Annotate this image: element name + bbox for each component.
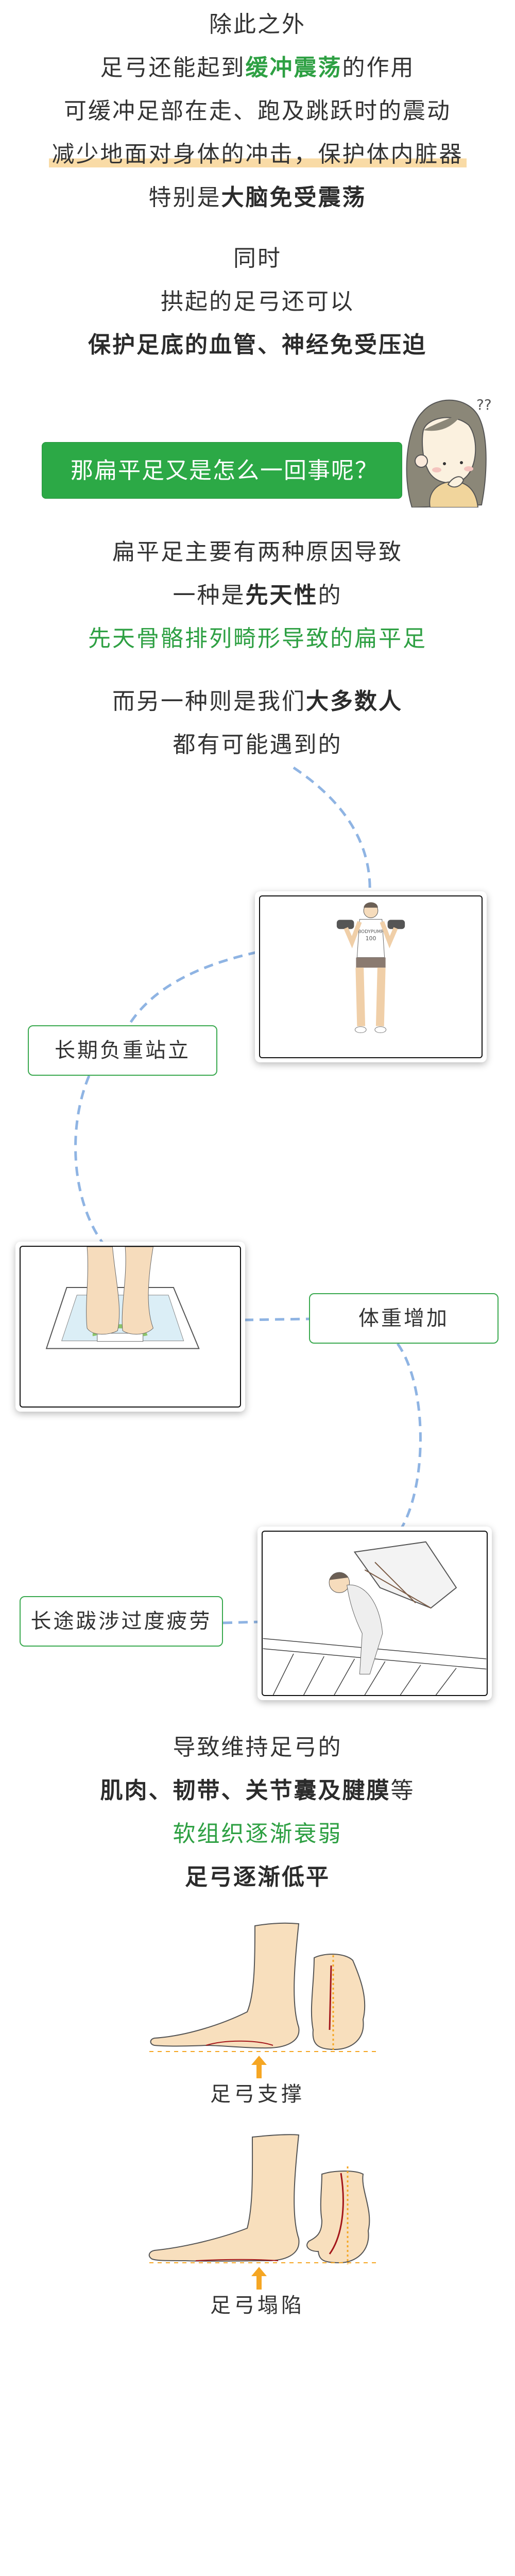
- cause-label: 体重增加: [358, 1307, 449, 1330]
- connector-line: [127, 951, 258, 1026]
- text: 而另一种则是我们: [112, 688, 306, 715]
- text: 扁平足主要有两种原因导致: [112, 539, 403, 565]
- text: 特别是: [148, 184, 221, 211]
- highlighted-text: 减少地面对身体的冲击，保护体内脏器: [48, 141, 467, 167]
- diagram-label: 足弓支撑: [0, 2081, 515, 2107]
- text-line: 可缓冲足部在走、跑及跳跃时的震动: [0, 95, 515, 128]
- text: 除此之外: [209, 11, 306, 38]
- weightlifting-illustration: BODYPUMP 100: [255, 891, 487, 1062]
- text-line: 肌肉、韧带、关节囊及腱膜等: [0, 1774, 515, 1807]
- text-line: 而另一种则是我们大多数人: [0, 685, 515, 718]
- connector-line: [293, 766, 371, 894]
- connector-line: [74, 1075, 104, 1244]
- green-emphasis: 缓冲震荡: [245, 55, 342, 81]
- text-line: 特别是大脑免受震荡: [0, 181, 515, 214]
- flat-arch-foot-diagram: [144, 2128, 381, 2267]
- bold-emphasis: 大多数人: [306, 688, 403, 715]
- text-line: 足弓逐渐低平: [0, 1861, 515, 1894]
- banner-text: 那扁平足又是怎么一回事呢？: [71, 457, 379, 484]
- normal-arch-foot-diagram: [144, 1917, 381, 2056]
- bold-emphasis: 大脑免受震荡: [221, 184, 367, 211]
- text-line: 拱起的足弓还可以: [0, 285, 515, 318]
- text-line: 先天骨骼排列畸形导致的扁平足: [0, 622, 515, 655]
- question-banner: 那扁平足又是怎么一回事呢？: [42, 442, 402, 499]
- text: 的作用: [342, 55, 415, 81]
- arrow-up-icon: [251, 2267, 267, 2290]
- cause-label: 长途跋涉过度疲劳: [30, 1609, 212, 1633]
- connector-line: [222, 1620, 261, 1624]
- connector-line: [396, 1343, 422, 1530]
- cause-tag: 长期负重站立: [28, 1025, 217, 1076]
- text: 都有可能遇到的: [173, 732, 342, 758]
- text-line: 扁平足主要有两种原因导致: [0, 536, 515, 569]
- text-line: 都有可能遇到的: [0, 728, 515, 761]
- text: 导致维持足弓的: [173, 1734, 342, 1760]
- bold-emphasis: 保护足底的血管、神经免受压迫: [88, 332, 427, 358]
- green-text: 软组织逐渐衰弱: [173, 1821, 342, 1847]
- arrow-up-icon: [251, 2056, 267, 2078]
- cause-tag: 体重增加: [309, 1293, 499, 1344]
- diagram-label-text: 足弓支撑: [210, 2082, 305, 2106]
- text: 的: [318, 582, 342, 608]
- text-line: 导致维持足弓的: [0, 1731, 515, 1764]
- svg-text:100: 100: [366, 935, 376, 942]
- question-marks: ??: [476, 396, 492, 413]
- bold-emphasis: 肌肉、韧带、关节囊及腱膜: [100, 1777, 391, 1804]
- thinking-girl-illustration: ??: [391, 381, 500, 509]
- green-text: 先天骨骼排列畸形导致的扁平足: [88, 625, 427, 652]
- text: 一种是: [173, 582, 246, 608]
- text-line: 同时: [0, 242, 515, 275]
- text-line: 软组织逐渐衰弱: [0, 1818, 515, 1851]
- feet-on-scale-illustration: [15, 1242, 245, 1412]
- diagram-label-text: 足弓塌陷: [210, 2294, 305, 2317]
- bold-emphasis: 先天性: [245, 582, 318, 608]
- bold-emphasis: 足弓逐渐低平: [185, 1864, 330, 1890]
- connector-line: [244, 1317, 310, 1321]
- text-line: 除此之外: [0, 8, 515, 41]
- svg-text:BODYPUMP: BODYPUMP: [358, 929, 384, 935]
- text-line: 足弓还能起到缓冲震荡的作用: [0, 52, 515, 84]
- article-page: 除此之外 足弓还能起到缓冲震荡的作用 可缓冲足部在走、跑及跳跃时的震动 减少地面…: [0, 8, 515, 2318]
- text: 拱起的足弓还可以: [161, 289, 354, 315]
- text-line: 一种是先天性的: [0, 579, 515, 612]
- text: 等: [390, 1777, 415, 1804]
- carrying-box-stairs-illustration: [258, 1527, 492, 1700]
- text: 同时: [233, 245, 282, 272]
- text: 足弓还能起到: [100, 55, 246, 81]
- cause-tag: 长途跋涉过度疲劳: [20, 1596, 223, 1647]
- text-line: 减少地面对身体的冲击，保护体内脏器: [0, 138, 515, 171]
- text: 可缓冲足部在走、跑及跳跃时的震动: [64, 98, 451, 124]
- cause-label: 长期负重站立: [55, 1039, 191, 1062]
- text-line: 保护足底的血管、神经免受压迫: [0, 329, 515, 362]
- diagram-label: 足弓塌陷: [0, 2293, 515, 2318]
